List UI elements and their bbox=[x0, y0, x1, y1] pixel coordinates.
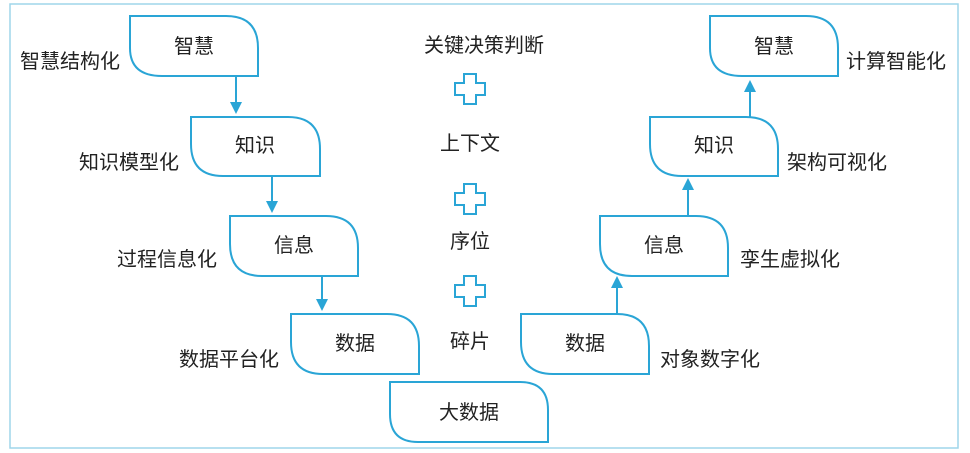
left-side-label-data: 数据平台化 bbox=[179, 347, 279, 371]
right-side-label-information: 孪生虚拟化 bbox=[740, 247, 840, 271]
right-side-label-wisdom: 计算智能化 bbox=[846, 49, 946, 73]
left-box-wisdom-label: 智慧 bbox=[174, 34, 214, 58]
right-side-label-data: 对象数字化 bbox=[660, 347, 760, 371]
left-box-data-label: 数据 bbox=[335, 331, 375, 355]
center-label-fragments: 碎片 bbox=[450, 329, 490, 353]
right-arrow-3 bbox=[744, 80, 756, 117]
outer-frame bbox=[9, 3, 959, 449]
right-box-knowledge bbox=[649, 116, 779, 177]
left-side-label-wisdom: 智慧结构化 bbox=[20, 49, 120, 73]
right-box-wisdom-label: 智慧 bbox=[754, 34, 794, 58]
left-box-knowledge bbox=[190, 116, 321, 177]
right-side-label-knowledge: 架构可视化 bbox=[787, 150, 887, 174]
plus-icon-1 bbox=[454, 73, 486, 105]
left-box-information bbox=[229, 215, 359, 277]
left-side-label-information: 过程信息化 bbox=[117, 247, 217, 271]
plus-icon-3 bbox=[454, 275, 486, 307]
left-side-label-knowledge: 知识模型化 bbox=[79, 150, 179, 174]
center-label-context: 上下文 bbox=[440, 131, 500, 155]
center-label-decision: 关键决策判断 bbox=[424, 33, 544, 57]
left-arrow-2 bbox=[266, 176, 278, 213]
left-arrow-1 bbox=[230, 76, 242, 114]
right-arrow-1 bbox=[611, 276, 623, 314]
bottom-box-big-data bbox=[389, 381, 549, 443]
center-label-order: 序位 bbox=[450, 229, 490, 253]
left-box-information-label: 信息 bbox=[274, 233, 314, 257]
left-box-wisdom bbox=[129, 15, 259, 77]
bottom-box-label: 大数据 bbox=[439, 400, 499, 424]
left-box-data bbox=[290, 313, 420, 375]
right-box-knowledge-label: 知识 bbox=[694, 133, 734, 157]
left-box-knowledge-label: 知识 bbox=[235, 133, 275, 157]
right-box-information-label: 信息 bbox=[644, 233, 684, 257]
right-box-data bbox=[520, 313, 650, 375]
left-arrow-3 bbox=[316, 276, 328, 311]
right-box-information bbox=[599, 215, 729, 277]
right-arrow-2 bbox=[682, 178, 694, 216]
right-box-data-label: 数据 bbox=[565, 331, 605, 355]
plus-icon-2 bbox=[454, 183, 486, 215]
right-box-wisdom bbox=[709, 15, 839, 77]
